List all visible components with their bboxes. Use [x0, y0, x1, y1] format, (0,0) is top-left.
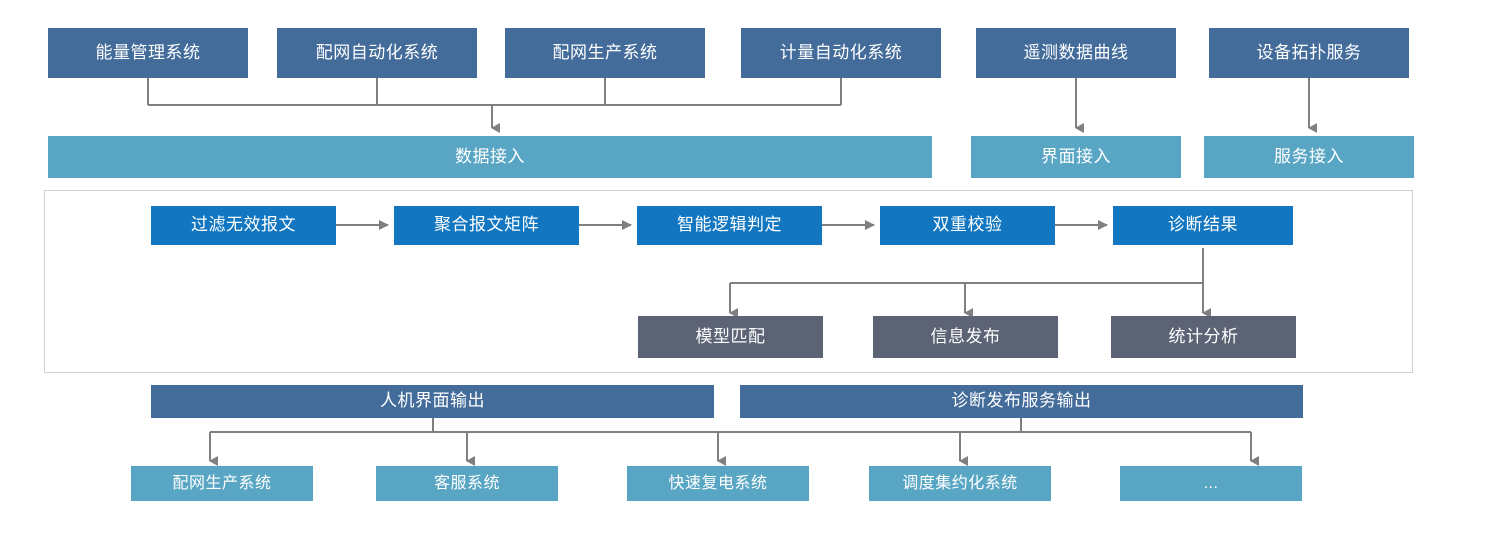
- consumer-box-more[interactable]: ...: [1120, 466, 1302, 501]
- consumer-fanout-connectors: [209, 418, 1259, 466]
- process-box-filter-invalid-messages[interactable]: 过滤无效报文: [151, 206, 336, 245]
- process-box-diagnosis-result[interactable]: 诊断结果: [1113, 206, 1293, 245]
- source-box-distribution-production[interactable]: 配网生产系统: [505, 28, 705, 78]
- result-box-model-matching[interactable]: 模型匹配: [638, 316, 823, 358]
- access-bar-data[interactable]: 数据接入: [48, 136, 932, 178]
- consumer-box-customer-service[interactable]: 客服系统: [376, 466, 558, 501]
- access-bar-ui[interactable]: 界面接入: [971, 136, 1181, 178]
- access-bar-service[interactable]: 服务接入: [1204, 136, 1414, 178]
- consumer-box-dispatch-intensive[interactable]: 调度集约化系统: [869, 466, 1051, 501]
- consumer-box-distribution-production[interactable]: 配网生产系统: [131, 466, 313, 501]
- source-bus-connectors: [147, 78, 842, 133]
- source-box-device-topology-service[interactable]: 设备拓扑服务: [1209, 28, 1409, 78]
- process-box-aggregate-message-matrix[interactable]: 聚合报文矩阵: [394, 206, 579, 245]
- process-box-intelligent-logic-decision[interactable]: 智能逻辑判定: [637, 206, 822, 245]
- process-box-dual-verification[interactable]: 双重校验: [880, 206, 1055, 245]
- output-bar-diagnosis-publishing-service[interactable]: 诊断发布服务输出: [740, 385, 1303, 418]
- source-box-distribution-automation[interactable]: 配网自动化系统: [277, 28, 477, 78]
- output-bar-human-machine-interface[interactable]: 人机界面输出: [151, 385, 714, 418]
- consumer-box-rapid-restoration[interactable]: 快速复电系统: [627, 466, 809, 501]
- source-box-energy-management[interactable]: 能量管理系统: [48, 28, 248, 78]
- result-box-statistical-analysis[interactable]: 统计分析: [1111, 316, 1296, 358]
- source-box-metering-automation[interactable]: 计量自动化系统: [741, 28, 941, 78]
- processing-group-frame: [44, 190, 1413, 373]
- result-box-information-publishing[interactable]: 信息发布: [873, 316, 1058, 358]
- source-box-telemetry-curve[interactable]: 遥测数据曲线: [976, 28, 1176, 78]
